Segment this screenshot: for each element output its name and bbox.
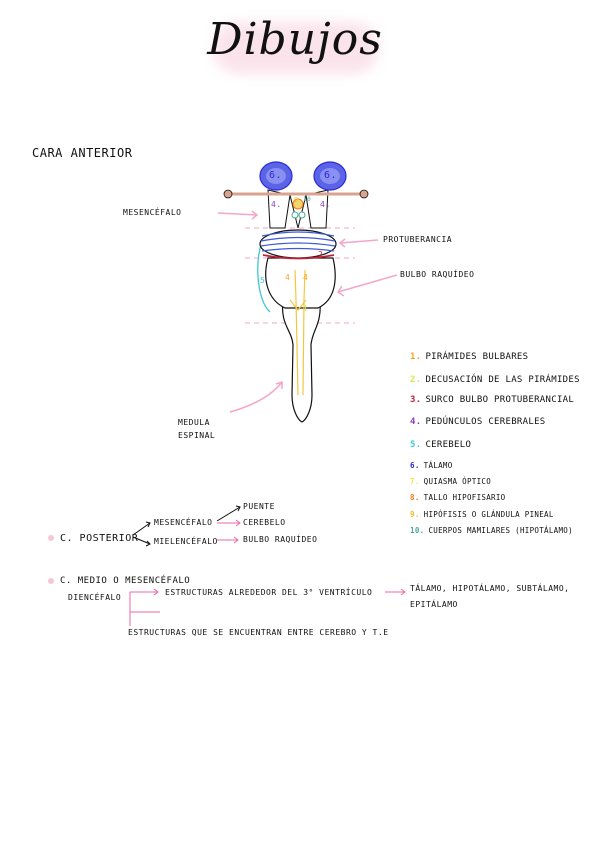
view-label: Cara anterior — [32, 146, 133, 160]
legend-item: 8.Tallo hipofisario — [410, 493, 506, 502]
legend-item: 4.Pedúnculos cerebrales — [410, 417, 546, 427]
legend-item: 7.Quiasma óptico — [410, 477, 492, 486]
posterior-cerebelo: Cerebelo — [243, 518, 286, 527]
bulbo-shape — [265, 257, 336, 309]
posterior-puente: Puente — [243, 502, 275, 511]
legend-item: 9.Hipófisis o glándula pineal — [410, 510, 554, 519]
mark-4-right: 4. — [320, 200, 331, 209]
posterior-mielencefalo: Mielencéfalo — [154, 537, 218, 546]
surco-line — [262, 254, 335, 260]
mark-6-left: 6. — [269, 170, 283, 181]
legend-item: 1.Pirámides bulbares — [410, 352, 529, 362]
legend-item: 5.Cerebelo — [410, 440, 472, 450]
label-bulbo: Bulbo raquídeo — [400, 270, 475, 279]
mark-1-right: 4 — [303, 273, 309, 282]
page-title: Dibujos — [207, 14, 383, 65]
medio-result: Tálamo, hipotálamo, subtálamo, — [410, 584, 570, 593]
posterior-bulbo: Bulbo raquídeo — [243, 535, 318, 544]
mark-5: 5 — [260, 276, 266, 285]
medio-estructuras: Estructuras alrededor del 3° ventrículo — [165, 588, 373, 597]
pons-stripes — [260, 231, 336, 252]
mark-9: 9 — [294, 196, 299, 204]
title-area: Dibujos — [205, 8, 385, 88]
posterior-label: C. Posterior — [60, 533, 139, 544]
medio-diencefalo: Diencéfalo — [68, 593, 122, 602]
mark-2: 1 — [303, 304, 309, 313]
label-protuberancia: Protuberancia — [383, 235, 453, 244]
label-mesencefalo: Mesencéfalo — [123, 208, 182, 217]
title-highlight — [213, 22, 379, 74]
pyramid-lines — [289, 269, 307, 396]
spinal-cord — [281, 299, 321, 423]
medio-entre: Estructuras que se encuentran entre cere… — [128, 628, 389, 637]
mark-3: 2. — [318, 250, 329, 259]
posterior-mesencefalo: Mesencéfalo — [154, 518, 213, 527]
mark-6-right: 6. — [324, 170, 338, 181]
mark-4-left: 4. — [271, 200, 282, 209]
medio-result-2: epitálamo — [410, 600, 458, 609]
legend-item: 3.Surco bulbo protuberancial — [410, 395, 575, 405]
medio-label: C. Medio o Mesencéfalo — [60, 576, 191, 586]
label-medula: Medula espinal — [178, 418, 216, 440]
legend-item: 2.Decusación de las pirámides — [410, 375, 580, 385]
legend-item: 6.Tálamo — [410, 461, 453, 470]
legend-item: 10.Cuerpos mamilares (hipotálamo) — [410, 526, 573, 535]
pink-arrows — [217, 210, 398, 413]
mark-1-left: 4 — [285, 273, 291, 282]
mark-10: 10 — [303, 196, 312, 203]
